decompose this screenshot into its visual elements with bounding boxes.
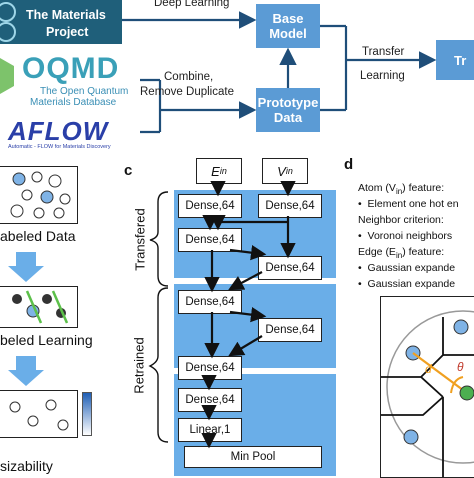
materials-project-title: The Materials [26, 8, 106, 22]
bullet-dot-1: • [358, 198, 362, 210]
neighbor-criterion-heading: Neighbor criterion: [358, 214, 444, 226]
bullet-text-4: Gaussian expande [367, 278, 456, 290]
edge-feature-heading: Edge (Ein) feature: [358, 246, 444, 260]
e-in-subscript: in [219, 166, 227, 176]
base-model-box: Base Model [256, 4, 320, 48]
panel-d-label: d [344, 156, 354, 173]
base-model-line2: Model [269, 26, 307, 41]
bullet-dot-4: • [358, 278, 362, 290]
labeled-data-caption: abeled Data [0, 228, 76, 244]
dense-layer-5: Dense,64 [178, 290, 242, 314]
synthesizability-dots [9, 399, 69, 431]
labeled-data-dots [10, 171, 71, 219]
atom-feature-text: Atom (V [358, 182, 396, 194]
min-pool-layer: Min Pool [184, 446, 322, 468]
retrained-label: Retrained [131, 337, 147, 394]
angle-symbol: θ [457, 360, 464, 374]
voronoi-diagram: d θ [381, 310, 474, 477]
combine-label-2: Remove Duplicate [140, 86, 234, 98]
synthesizability-box [0, 390, 78, 438]
pu-learning-caption: beled Learning [0, 332, 93, 348]
materials-project-subtitle: Project [46, 25, 89, 39]
transfer-target-label: Tr [454, 52, 467, 68]
synthesizability-caption: sizability [0, 458, 53, 474]
e-in-symbol: E [211, 163, 220, 179]
prototype-data-line2: Data [273, 110, 303, 125]
pu-learning-box [0, 286, 78, 328]
distance-symbol: d [425, 362, 432, 376]
panel-b-down-arrow-2 [8, 356, 44, 386]
bullet-gaussian-1: • Gaussian expande [358, 262, 455, 274]
colorbar [82, 392, 92, 436]
deep-learning-label: Deep Learning [154, 0, 230, 9]
voronoi-diagram-box: d θ [380, 296, 474, 478]
bullet-dot-2: • [358, 230, 362, 242]
base-model-line1: Base [272, 11, 304, 26]
atom-feature-heading: Atom (Vin) feature: [358, 182, 444, 196]
oqmd-subtitle-2: Materials Database [30, 97, 117, 108]
bullet-dot-3: • [358, 262, 362, 274]
bullet-text-1: Element one hot en [367, 198, 459, 210]
atom-feature-subscript: in [395, 187, 403, 197]
aflow-subtitle: Automatic - FLOW for Materials Discovery [8, 144, 111, 150]
prototype-data-line1: Prototype [257, 95, 319, 110]
transfer-label-1: Transfer [362, 46, 405, 58]
bullet-element-one-hot: • Element one hot en [358, 198, 459, 210]
aflow-logo: AFLOW Automatic - FLOW for Materials Dis… [4, 116, 134, 152]
bullet-text-2: Voronoi neighbors [367, 230, 453, 242]
transfered-label: Transfered [132, 208, 148, 271]
oqmd-title: OQMD [22, 52, 120, 85]
bullet-text-3: Gaussian expande [367, 262, 456, 274]
atom-feature-tail: ) feature: [402, 182, 445, 194]
bullet-gaussian-2: • Gaussian expande [358, 278, 455, 290]
oqmd-mark-icon [0, 58, 14, 94]
oqmd-logo: OQMD The Open Quantum Materials Database [0, 52, 140, 110]
oqmd-subtitle-1: The Open Quantum [40, 86, 129, 97]
labeled-data-box [0, 166, 78, 224]
combine-label-1: Combine, [164, 71, 214, 83]
panel-b-down-arrow-1 [8, 252, 44, 282]
pu-learning-dots [12, 290, 69, 324]
panel-c-label: c [124, 162, 133, 179]
dense-layer-8: Dense,64 [178, 388, 242, 412]
edge-feature-tail: ) feature: [402, 246, 445, 258]
v-in-subscript: in [285, 166, 293, 176]
aflow-title: AFLOW [8, 116, 109, 146]
transfer-label-2: Learning [360, 70, 405, 82]
transfer-target-box: Tr [436, 40, 474, 80]
prototype-data-box: Prototype Data [256, 88, 320, 132]
materials-project-logo: The Materials Project [0, 0, 122, 44]
edge-feature-subscript: in [395, 251, 403, 261]
bullet-voronoi: • Voronoi neighbors [358, 230, 452, 242]
v-in-symbol: V [277, 163, 286, 179]
edge-feature-text: Edge (E [358, 246, 396, 258]
dense-layer-6: Dense,64 [258, 318, 322, 342]
materials-project-mark-icon [0, 2, 16, 42]
top-flow-arrows [122, 11, 437, 134]
